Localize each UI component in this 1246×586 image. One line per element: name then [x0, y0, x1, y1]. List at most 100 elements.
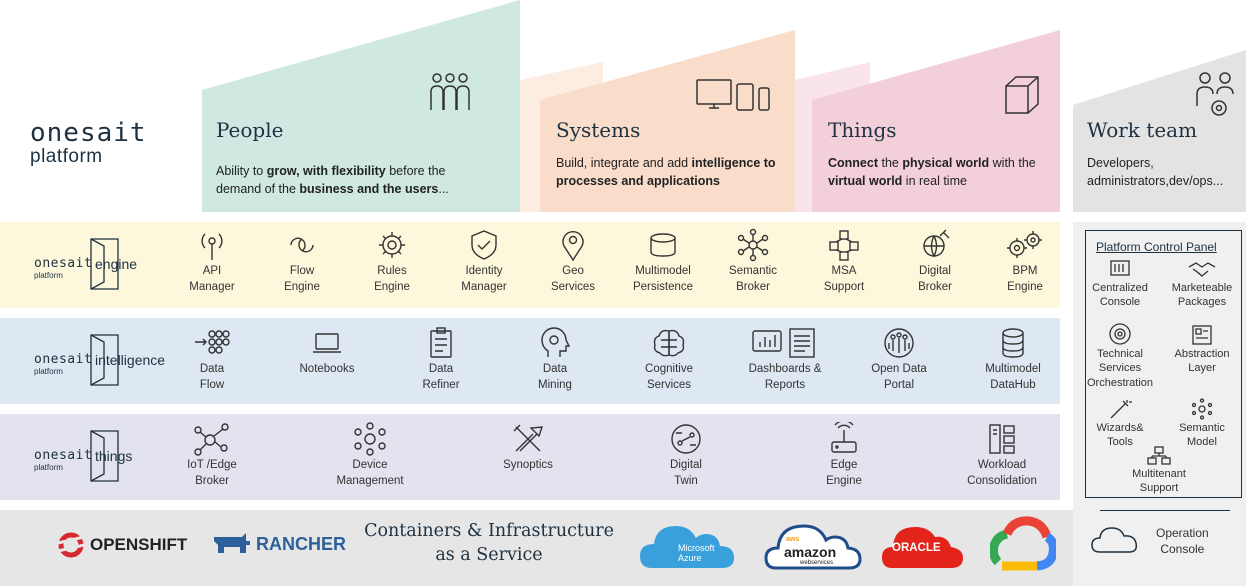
gear-circle-icon [1109, 323, 1131, 345]
item-label-2: Portal [883, 378, 915, 391]
item-label-2: Services [550, 280, 596, 293]
pillar-things-text: Connect the physical world with the virt… [828, 156, 1036, 188]
engine-band-label: onesait platform [34, 256, 92, 280]
azure-cloud-icon [640, 526, 734, 568]
item-label-1: Data [542, 363, 568, 375]
cp-label: Tools [1107, 436, 1133, 449]
laptop-icon [313, 333, 341, 353]
band-brand-word: onesait [34, 352, 93, 367]
band-brand-sub: platform [34, 271, 63, 280]
item-label-2: Engine [1007, 280, 1043, 293]
brand-sub: platform [30, 146, 103, 167]
item-label-1: MSA [831, 265, 857, 277]
operation-label-1: Operation [1156, 526, 1209, 540]
item-label-1: Workload [977, 459, 1027, 471]
rancher-icon [214, 533, 250, 553]
intelligence-band-name: intelligence [95, 352, 166, 368]
intelligence-item-notebooks: Notebooks [279, 326, 375, 378]
dashboard-report-icon [752, 328, 815, 358]
digital-twin-icon [671, 424, 701, 454]
control-panel-title: Platform Control Panel [1096, 240, 1217, 254]
item-label-1: Flow [289, 265, 315, 277]
item-label-1: Device [352, 459, 388, 471]
operation-label-2: Console [1160, 542, 1205, 557]
band-brand-sub: platform [34, 367, 63, 376]
pillar-people-title: People [216, 118, 284, 142]
pillar-systems-title: Systems [556, 118, 641, 142]
tools-icon [513, 424, 544, 452]
openshift-logo: OPENSHIFT [56, 531, 187, 559]
item-label-1: Digital [670, 459, 702, 471]
cp-label: Support [1139, 482, 1179, 495]
item-label-1: Data [199, 363, 225, 375]
item-label-2: Services [646, 378, 692, 391]
oracle-cloud-icon [882, 527, 963, 568]
work-team-shape [1073, 50, 1246, 212]
item-label-2: Mining [538, 378, 572, 391]
item-label-1: Open Data [871, 363, 927, 375]
cp-label: Multitenant [1132, 468, 1186, 480]
things-band [0, 414, 1060, 500]
item-label-1: Identity [465, 265, 503, 277]
item-label-1: Edge [830, 459, 858, 471]
people-shape [202, 0, 520, 212]
engine-band [0, 222, 1060, 308]
cp-label: Semantic [1179, 422, 1225, 434]
brand-logo: onesait platform [30, 118, 180, 168]
aws-sub: webservices [800, 560, 834, 566]
item-label-1: Semantic [729, 265, 777, 277]
item-label-1: API [202, 265, 222, 277]
item-label-1: Rules [377, 265, 407, 277]
loop-icon [290, 237, 314, 253]
network-nodes-icon [737, 228, 769, 262]
item-label-1: Multimodel [985, 363, 1041, 375]
molecule-icon [194, 423, 229, 456]
cp-label: Model [1187, 436, 1217, 449]
control-panel-divider [1100, 510, 1230, 511]
pillar-work-team-text: Developers, administrators,dev/ops... [1087, 156, 1224, 188]
item-label-2: Broker [195, 474, 229, 487]
intelligence-band-label: onesait platform [34, 352, 92, 376]
layers-icon [1192, 325, 1212, 345]
people-icon [430, 73, 470, 110]
things-shape [812, 30, 1060, 212]
network-icon [1191, 398, 1213, 420]
item-label-2: Flow [199, 378, 225, 391]
item-label-2: Engine [826, 474, 862, 487]
cube-icon [1005, 76, 1039, 114]
rancher-logo: RANCHER [212, 531, 346, 557]
rancher-text: RANCHER [256, 533, 346, 554]
cp-label: Abstraction [1174, 348, 1230, 360]
globe-satellite-icon [923, 229, 950, 258]
item-label-2: Support [823, 280, 865, 293]
door-icon [90, 334, 119, 386]
things-item-synoptics: Synoptics [480, 422, 576, 474]
cp-label: Layer [1188, 362, 1216, 375]
door-icon [90, 430, 119, 482]
team-gear-icon [1196, 72, 1234, 116]
item-label-1: Dashboards & [748, 363, 822, 375]
item-label-2: Twin [674, 474, 698, 487]
item-label-1: Data [428, 363, 454, 375]
intelligence-band [0, 318, 1060, 404]
